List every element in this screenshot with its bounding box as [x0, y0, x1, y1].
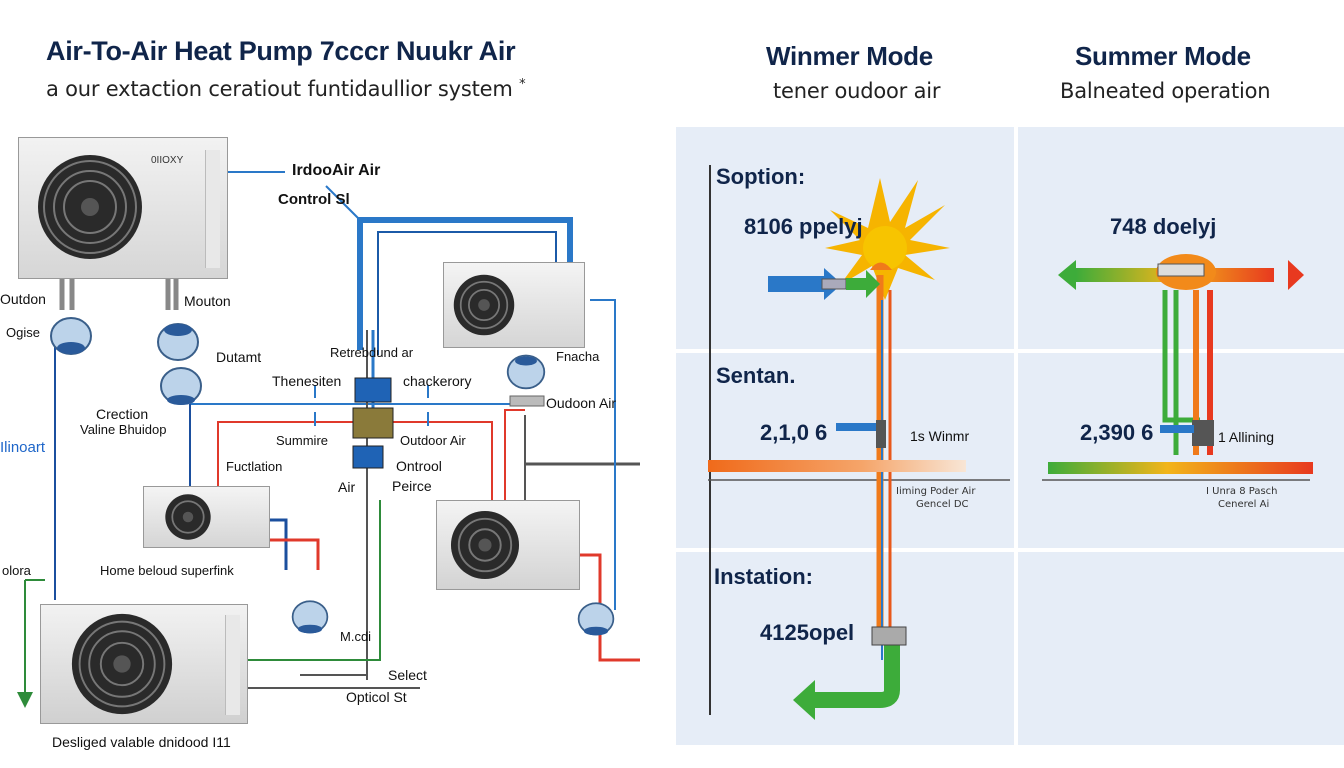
label-home: Home beloud superfink — [100, 563, 234, 578]
winter-tag: 1s Winmr — [910, 428, 970, 444]
row-label-1: Soption: — [716, 164, 806, 189]
summer-note-2: Cenerel Ai — [1218, 499, 1270, 510]
unit-panel — [225, 615, 240, 715]
label-chackerory: chackerory — [403, 373, 472, 389]
label-ogise: Ogise — [6, 325, 40, 340]
label-designed: Desliged valable dnidood I11 — [52, 734, 231, 750]
label-fnacha: Fnacha — [556, 349, 600, 364]
label-ontrool: Ontrool — [396, 458, 442, 474]
main-subtitle: a our extaction ceratiout funtidaullior … — [46, 77, 526, 101]
fan-icon — [38, 155, 142, 259]
panel-summer-top — [1018, 127, 1344, 349]
valve-icon — [160, 367, 202, 405]
main-title: Air-To-Air Heat Pump 7cccr Nuukr Air — [46, 36, 516, 66]
row-label-3: Instation: — [714, 564, 813, 589]
label-summire: Summire — [276, 433, 329, 448]
valve-icon — [50, 317, 92, 355]
winter-note-1: Iiming Poder Air — [896, 486, 976, 497]
summer-value-2: 2,390 6 — [1080, 420, 1154, 445]
panel-winter-top — [676, 127, 1014, 349]
label-crection: Crection — [96, 406, 149, 422]
label-opticol: Opticol St — [346, 689, 407, 705]
outdoor-unit-mid-right — [443, 262, 585, 348]
outdoor-unit-bottom — [40, 604, 248, 724]
fan-icon — [450, 510, 520, 580]
panel-summer-bottom — [1018, 552, 1344, 745]
outdoor-unit-mid-left — [143, 486, 270, 548]
valve-icon — [157, 323, 199, 361]
label-select: Select — [388, 667, 427, 683]
valve-icon — [577, 602, 615, 636]
label-ilinoart: Ilinoart — [0, 439, 46, 456]
label-valine: Valine Bhuidop — [80, 422, 167, 437]
winter-value-1: 8106 ppelyj — [744, 214, 863, 239]
subtitle-mark: * — [519, 77, 526, 92]
valve-icon — [291, 600, 329, 634]
mode-flow-graphic — [708, 165, 1313, 720]
label-mcdi: M.cdi — [340, 629, 372, 644]
unit-panel — [205, 150, 220, 268]
fan-icon — [453, 274, 515, 336]
label-peirce: Peirce — [392, 478, 432, 494]
winter-subtitle: tener oudoor air — [773, 79, 941, 103]
summer-note-1: I Unra 8 Pasch — [1206, 486, 1278, 497]
subtitle-text: a our extaction ceratiout funtidaullior … — [46, 77, 513, 101]
panel-summer-mid — [1018, 353, 1344, 548]
sun-icon — [825, 178, 950, 300]
unit-brand: 0IIOXY — [151, 155, 184, 166]
label-dutamt: Dutamt — [216, 349, 262, 365]
outdoor-unit-top: 0IIOXY — [18, 137, 228, 279]
panel-winter-bottom — [676, 552, 1014, 745]
label-oudoon-air: Oudoon Air — [546, 395, 617, 411]
fan-icon — [165, 494, 211, 540]
winter-title: Winmer Mode — [766, 41, 933, 71]
panel-winter-mid — [676, 353, 1014, 548]
label-mouton: Mouton — [184, 293, 231, 309]
label-control: Control Sl — [278, 191, 350, 208]
valve-icon — [506, 354, 546, 390]
outdoor-unit-right — [436, 500, 580, 590]
winter-value-2: 2,1,0 6 — [760, 420, 828, 445]
summer-subtitle: Balneated operation — [1060, 79, 1271, 103]
label-thenesiten: Thenesiten — [272, 373, 342, 389]
fan-icon — [71, 613, 173, 715]
summer-tag: 1 Allining — [1218, 429, 1275, 445]
label-fuctlation: Fuctlation — [226, 459, 283, 474]
label-refrig: Retrebdund ar — [330, 345, 414, 360]
label-indoor-air: IrdooAir Air — [292, 162, 381, 179]
winter-note-2: Gencel DC — [916, 499, 969, 510]
summer-value-1: 748 doelyj — [1110, 214, 1217, 239]
row-label-2: Sentan. — [716, 363, 796, 388]
winter-value-3: 4125opel — [760, 620, 855, 645]
summer-title: Summer Mode — [1075, 41, 1251, 71]
label-outdoon: Outdon — [0, 291, 46, 307]
label-air: Air — [338, 479, 356, 495]
label-outdoor-air: Outdoor Air — [400, 433, 466, 448]
label-olora: olora — [2, 563, 31, 578]
